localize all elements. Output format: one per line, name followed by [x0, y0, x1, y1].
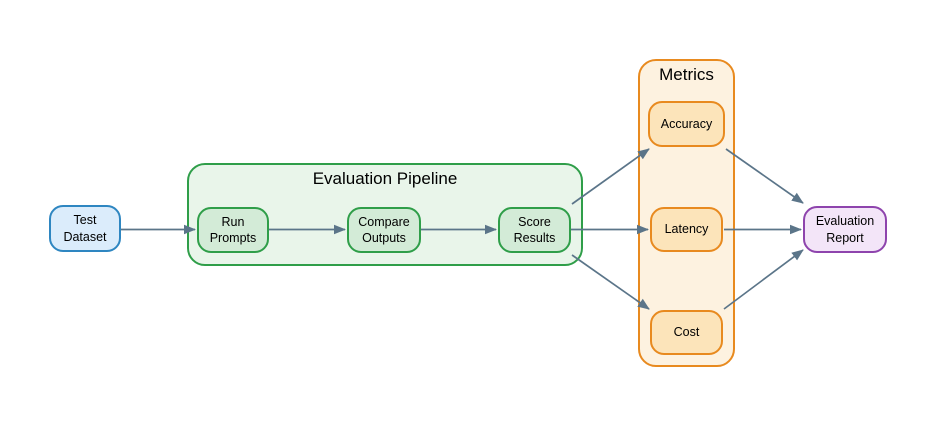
node-test-dataset: Test Dataset — [49, 205, 121, 252]
edge-score-results-to-accuracy — [571, 148, 650, 205]
edge-accuracy-to-evaluation-report — [725, 148, 804, 204]
node-compare-outputs: Compare Outputs — [347, 207, 421, 253]
group-title-evaluation-pipeline: Evaluation Pipeline — [312, 169, 458, 188]
group-title-metrics: Metrics — [659, 65, 714, 84]
node-accuracy: Accuracy — [648, 101, 725, 147]
node-latency: Latency — [650, 207, 723, 252]
node-score-results: Score Results — [498, 207, 571, 253]
edge-cost-to-evaluation-report — [723, 249, 804, 310]
edge-score-results-to-cost — [571, 254, 650, 310]
node-evaluation-report: Evaluation Report — [803, 206, 887, 253]
node-cost: Cost — [650, 310, 723, 355]
node-run-prompts: Run Prompts — [197, 207, 269, 253]
